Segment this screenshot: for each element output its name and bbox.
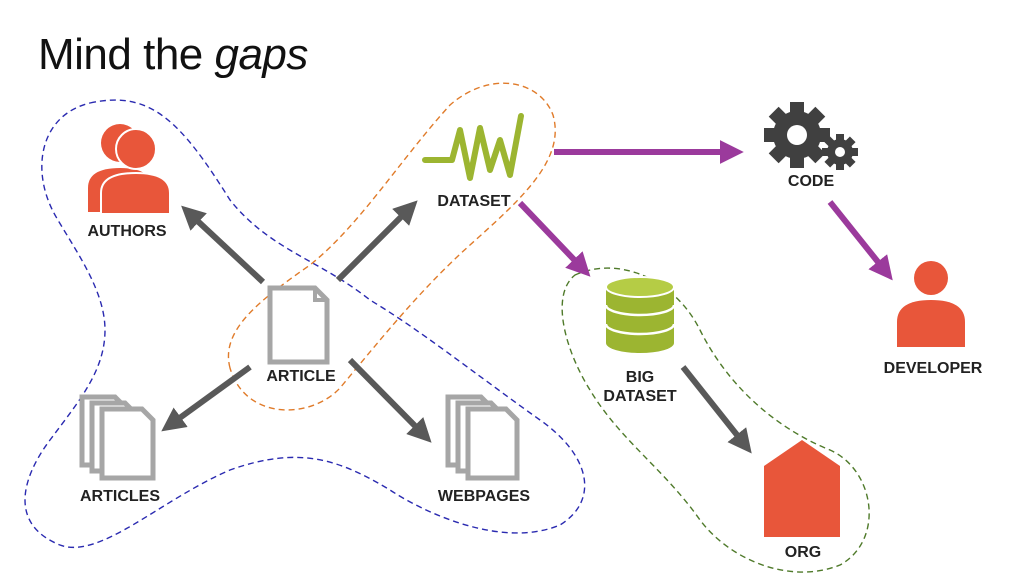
page-title: Mind the gaps <box>38 30 308 80</box>
article-label: ARTICLE <box>266 368 336 385</box>
articles-label: ARTICLES <box>80 488 160 505</box>
document-icon <box>267 285 330 365</box>
big-dataset-label-line1: BIG <box>625 369 655 386</box>
authors-icon <box>88 124 171 215</box>
blue-group-outline <box>24 99 586 548</box>
arrow-article-to-authors <box>181 205 266 285</box>
code-label: CODE <box>787 173 835 190</box>
title-emphasis-text: gaps <box>214 30 308 79</box>
dataset-label: DATASET <box>437 193 511 210</box>
developer-icon <box>897 261 965 347</box>
org-icon <box>764 440 840 537</box>
big-dataset-label: BIG DATASET <box>603 368 676 406</box>
documents-stack-icon <box>79 394 156 481</box>
dataset-icon <box>422 113 524 181</box>
arrow-dataset-to-bigdataset <box>517 200 591 277</box>
webpages-label: WEBPAGES <box>437 488 531 505</box>
orange-group-outline <box>227 82 556 411</box>
green-group-outline <box>561 267 870 573</box>
authors-label: AUTHORS <box>87 223 167 240</box>
big-dataset-label-line2: DATASET <box>603 388 677 405</box>
database-icon <box>604 276 676 353</box>
webpages-stack-icon <box>445 394 520 481</box>
developer-label: DEVELOPER <box>883 360 983 377</box>
arrow-code-to-developer <box>827 200 893 281</box>
arrow-article-to-webpages <box>347 357 432 443</box>
arrow-article-to-dataset <box>335 200 418 283</box>
org-label: ORG <box>784 544 822 561</box>
title-main-text: Mind the <box>38 30 215 79</box>
arrow-bigdataset-to-org <box>680 365 752 454</box>
arrow-article-to-articles <box>161 364 252 432</box>
gear-icon <box>764 102 858 170</box>
